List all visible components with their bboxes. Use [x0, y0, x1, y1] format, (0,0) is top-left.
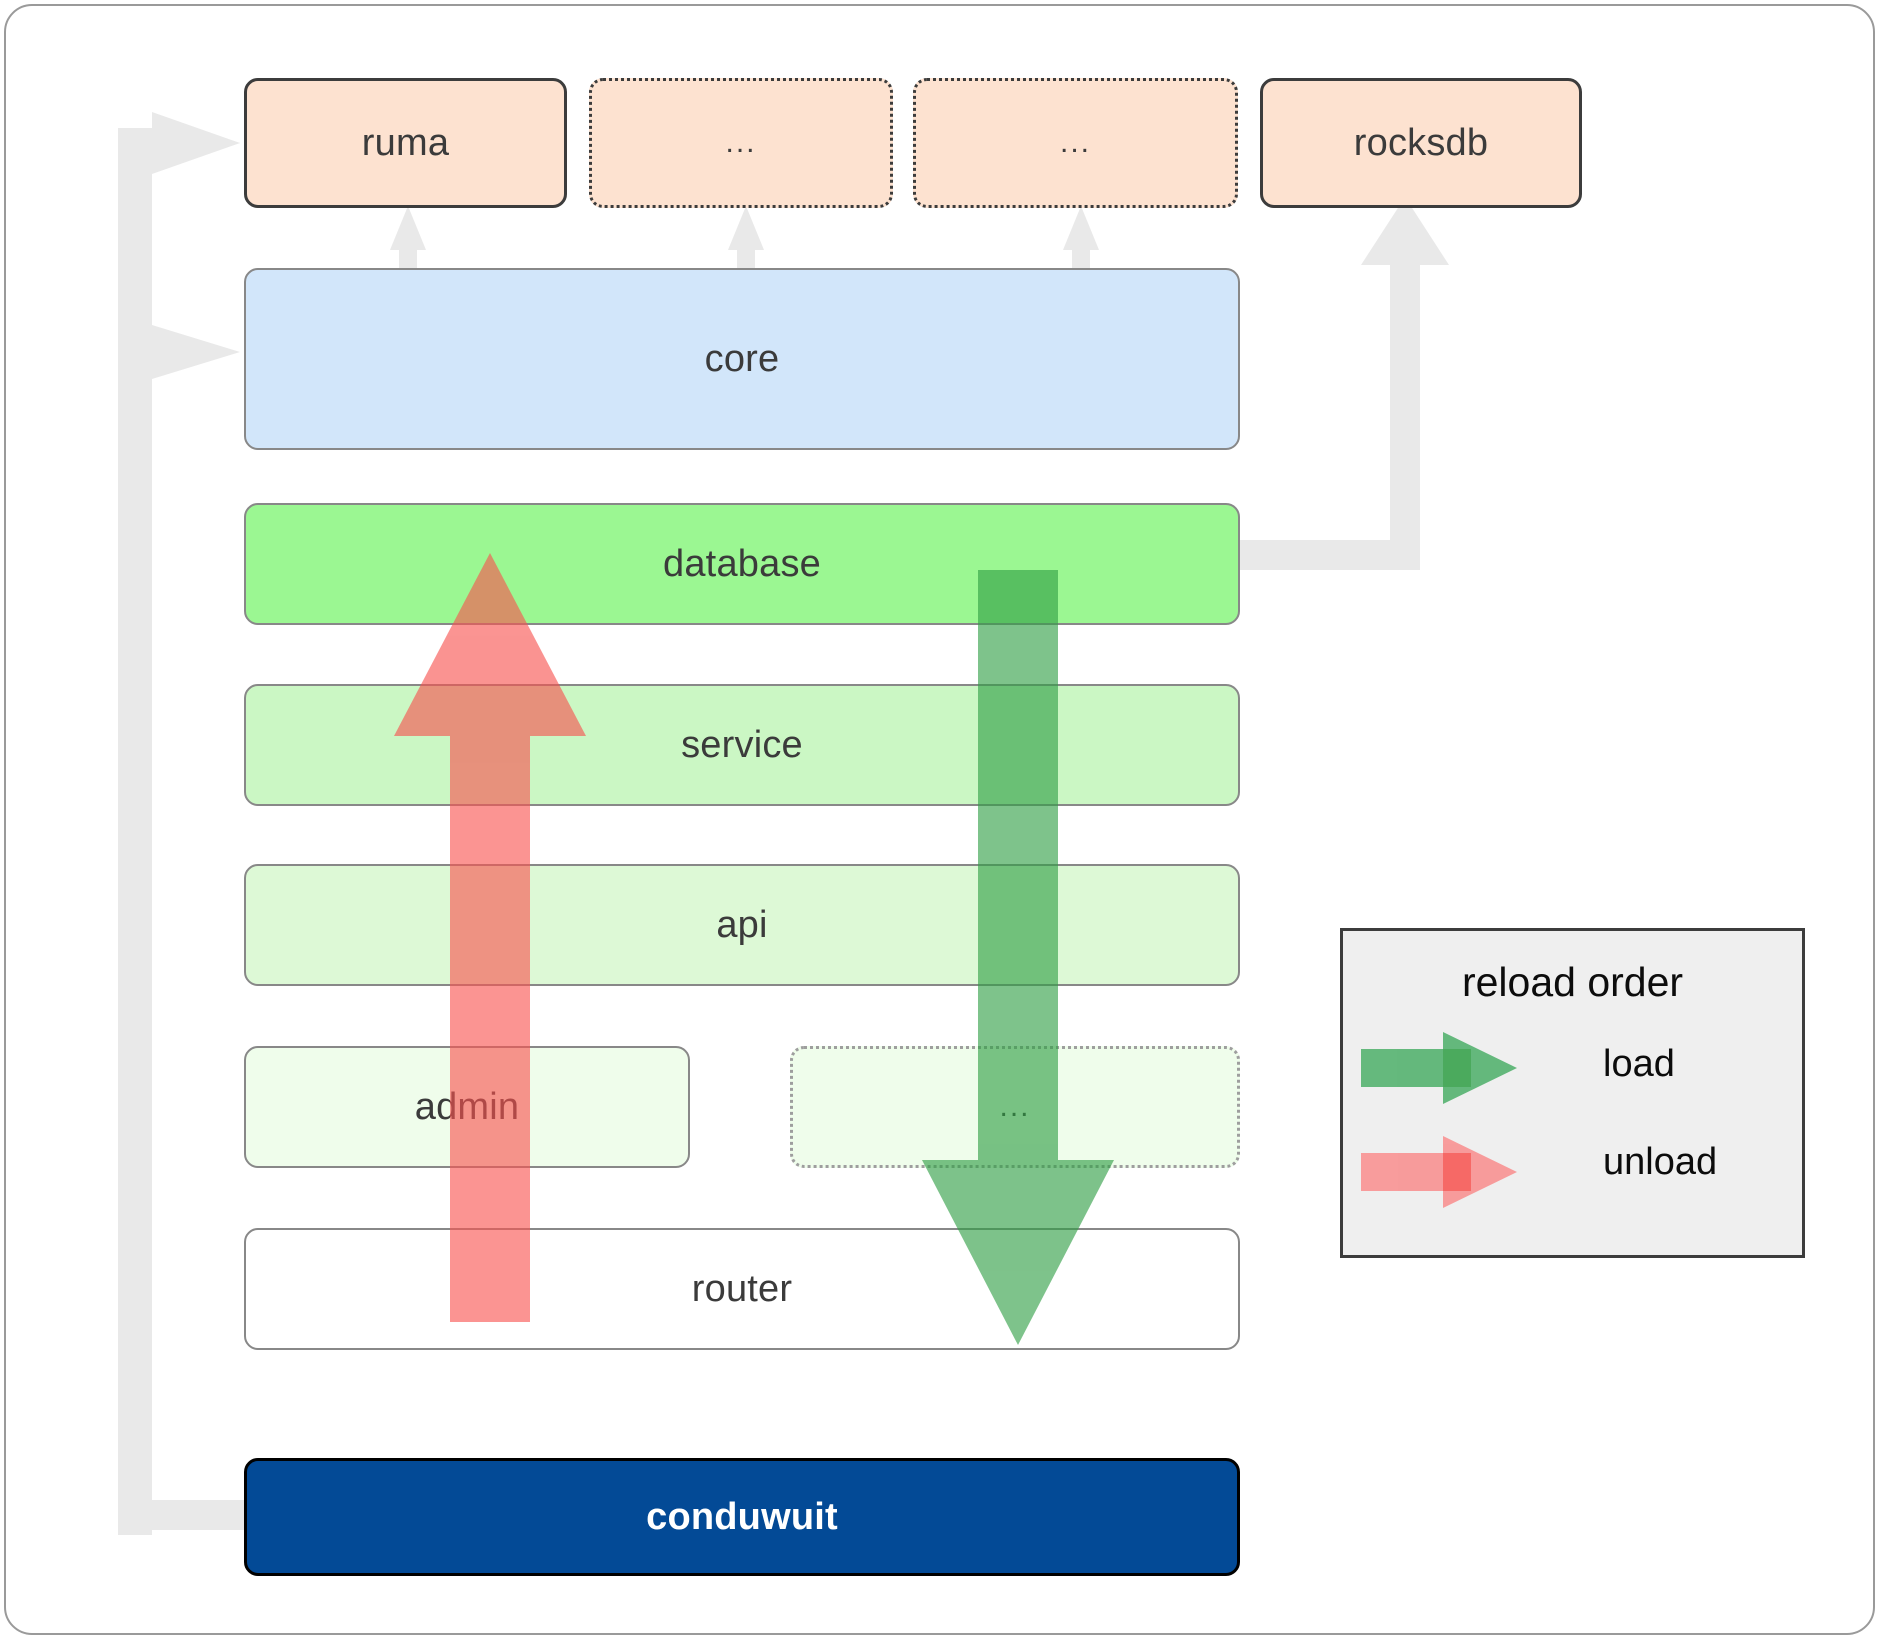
node-core[interactable]: core	[244, 268, 1240, 450]
node-api-label: api	[716, 904, 768, 946]
node-router[interactable]: router	[244, 1228, 1240, 1350]
connector-stub-core	[118, 337, 178, 367]
node-service-label: service	[681, 724, 803, 766]
node-conduwuit[interactable]: conduwuit	[244, 1458, 1240, 1576]
legend-label-unload: unload	[1603, 1141, 1718, 1183]
connector-stub-ruma	[118, 128, 178, 158]
node-dots-2[interactable]: ...	[913, 78, 1238, 208]
node-rocksdb[interactable]: rocksdb	[1260, 78, 1582, 208]
node-dots-1-label: ...	[725, 126, 757, 159]
connector-bottom-elbow	[118, 1500, 250, 1530]
load-arrow-head	[922, 1160, 1114, 1345]
connector-arrowhead-rocksdb	[1361, 197, 1449, 265]
node-ruma-label: ruma	[361, 122, 450, 164]
node-dots-1[interactable]: ...	[589, 78, 893, 208]
unload-arrow-shaft	[450, 648, 530, 1322]
node-api[interactable]: api	[244, 864, 1240, 986]
node-ruma[interactable]: ruma	[244, 78, 567, 208]
connector-core-to-dots1	[728, 206, 764, 274]
legend-title: reload order	[1461, 959, 1684, 1005]
connector-left-trunk	[118, 135, 152, 1535]
node-dots-2-label: ...	[1059, 126, 1091, 159]
connector-core-to-ruma	[390, 206, 426, 274]
load-arrow-shaft	[978, 570, 1058, 1240]
node-database[interactable]: database	[244, 503, 1240, 625]
connector-rocksdb-vertical	[1390, 255, 1420, 555]
unload-arrow	[394, 553, 586, 1322]
unload-arrow-head	[394, 553, 586, 736]
node-rocksdb-label: rocksdb	[1353, 122, 1489, 164]
node-router-label: router	[691, 1268, 793, 1310]
legend-arrows	[1361, 1032, 1517, 1208]
legend-unload-arrow	[1361, 1136, 1517, 1208]
node-database-label: database	[663, 543, 821, 585]
node-conduwuit-label: conduwuit	[646, 1496, 838, 1538]
node-service[interactable]: service	[244, 684, 1240, 806]
load-arrow	[922, 570, 1114, 1345]
legend-panel: reload order load unload	[1340, 928, 1805, 1258]
legend-label-load: load	[1603, 1043, 1675, 1085]
legend-load-arrow	[1361, 1032, 1517, 1104]
connector-core-to-dots2	[1063, 206, 1099, 274]
node-core-label: core	[704, 338, 780, 380]
